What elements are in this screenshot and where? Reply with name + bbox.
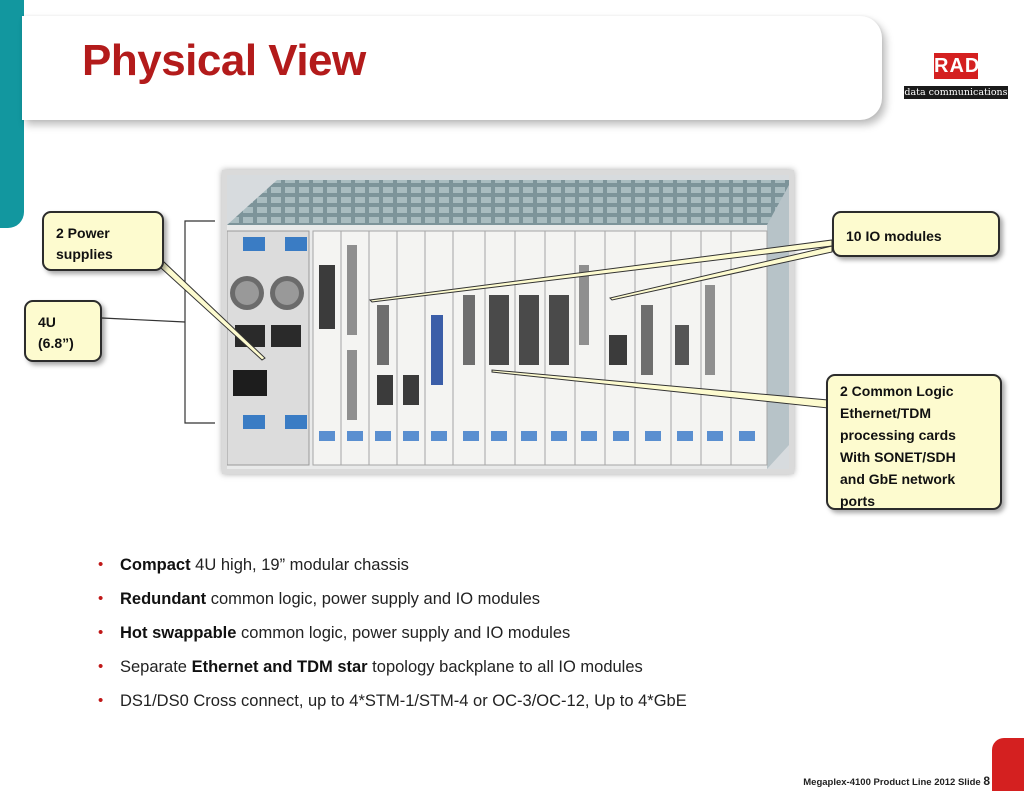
bullet-item: • Separate Ethernet and TDM star topolog… [92,655,687,689]
rad-logo: RAD data communications [904,53,1008,99]
slide-number: 8 [983,774,990,788]
bullet-bold: Hot swappable [120,624,237,642]
callout-text: 2 Power [56,225,110,241]
bullet-item: • Hot swappable common logic, power supp… [92,621,687,655]
callout-height: 4U (6.8”) [24,300,102,362]
bullet-dot-icon: • [98,658,104,675]
bullet-item: • Compact 4U high, 19” modular chassis [92,553,687,587]
callout-common-logic: 2 Common Logic Ethernet/TDM processing c… [826,374,1002,510]
bullet-bold: Redundant [120,590,207,608]
top-vent [227,180,789,245]
bullet-item: • Redundant common logic, power supply a… [92,587,687,621]
bullet-text: DS1/DS0 Cross connect, up to 4*STM-1/STM… [120,692,687,710]
slide-title: Physical View [82,36,366,85]
callout-text: 2 Common Logic [840,383,954,399]
callout-text: ports [840,493,875,509]
title-banner [22,16,882,120]
callout-power-supplies: 2 Power supplies [42,211,164,271]
bullet-dot-icon: • [98,624,104,641]
callout-text: 4U [38,314,56,330]
corner-accent-tab [992,738,1024,791]
slide-footer: Megaplex-4100 Product Line 2012 Slide 8 [780,775,990,789]
bullet-prefix: Separate [120,658,192,676]
bullet-text: common logic, power supply and IO module… [236,624,571,642]
callout-text: (6.8”) [38,335,74,351]
callout-text: supplies [56,246,113,262]
bullet-bold: Compact [120,556,191,574]
callout-text: With SONET/SDH [840,449,956,465]
callout-text: 10 IO modules [846,228,942,244]
callout-io-modules: 10 IO modules [832,211,1000,257]
footer-text: Megaplex-4100 Product Line 2012 Slide [803,777,981,788]
chassis-photo [222,170,794,474]
bullet-bold: Ethernet and TDM star [191,658,368,676]
feature-bullet-list: • Compact 4U high, 19” modular chassis •… [92,553,687,723]
bullet-text: 4U high, 19” modular chassis [190,556,409,574]
logo-brand: RAD [934,53,981,79]
callout-text: and GbE network [840,471,956,487]
callout-text: Ethernet/TDM [840,405,931,421]
bullet-dot-icon: • [98,692,104,709]
logo-tagline: data communications [904,86,1008,99]
bullet-dot-icon: • [98,556,104,573]
chassis-illustration [227,175,789,469]
bullet-text: common logic, power supply and IO module… [206,590,540,608]
bullet-dot-icon: • [98,590,104,607]
side-accent-strip [0,0,24,228]
bullet-item: • DS1/DS0 Cross connect, up to 4*STM-1/S… [92,689,687,723]
callout-text: processing cards [840,427,956,443]
bullet-text: topology backplane to all IO modules [367,658,643,676]
height-bracket [184,220,215,424]
